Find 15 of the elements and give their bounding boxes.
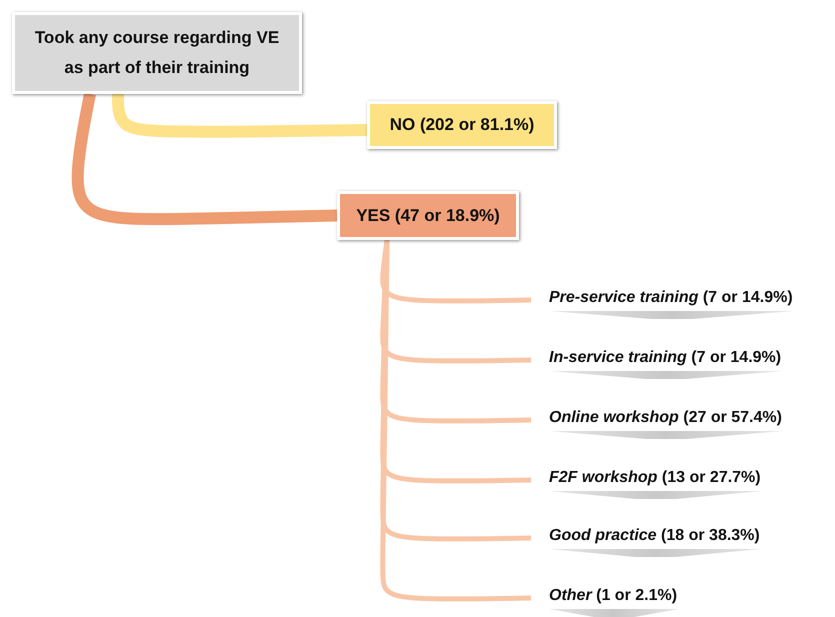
connector-line <box>380 240 532 304</box>
box-label: YES (47 or 18.9%) <box>356 204 500 226</box>
box-label: NO (202 or 81.1%) <box>390 114 534 136</box>
connector-line <box>72 92 338 226</box>
category-label: F2F workshop (13 or 27.7%) <box>549 468 761 488</box>
category-label: Pre-service training (7 or 14.9%) <box>549 288 793 308</box>
connector-line <box>112 94 368 138</box>
question-box <box>12 12 302 94</box>
answer-box <box>367 101 557 149</box>
category-label: Online workshop (27 or 57.4%) <box>549 408 782 428</box>
box-label: Took any course regarding VE as part of their training <box>34 27 280 79</box>
answer-box <box>337 191 519 240</box>
category-label: Good practice (18 or 38.3%) <box>549 526 760 546</box>
category-label: Other (1 or 2.1%) <box>549 586 678 606</box>
category-label: In-service training (7 or 14.9%) <box>549 348 782 368</box>
